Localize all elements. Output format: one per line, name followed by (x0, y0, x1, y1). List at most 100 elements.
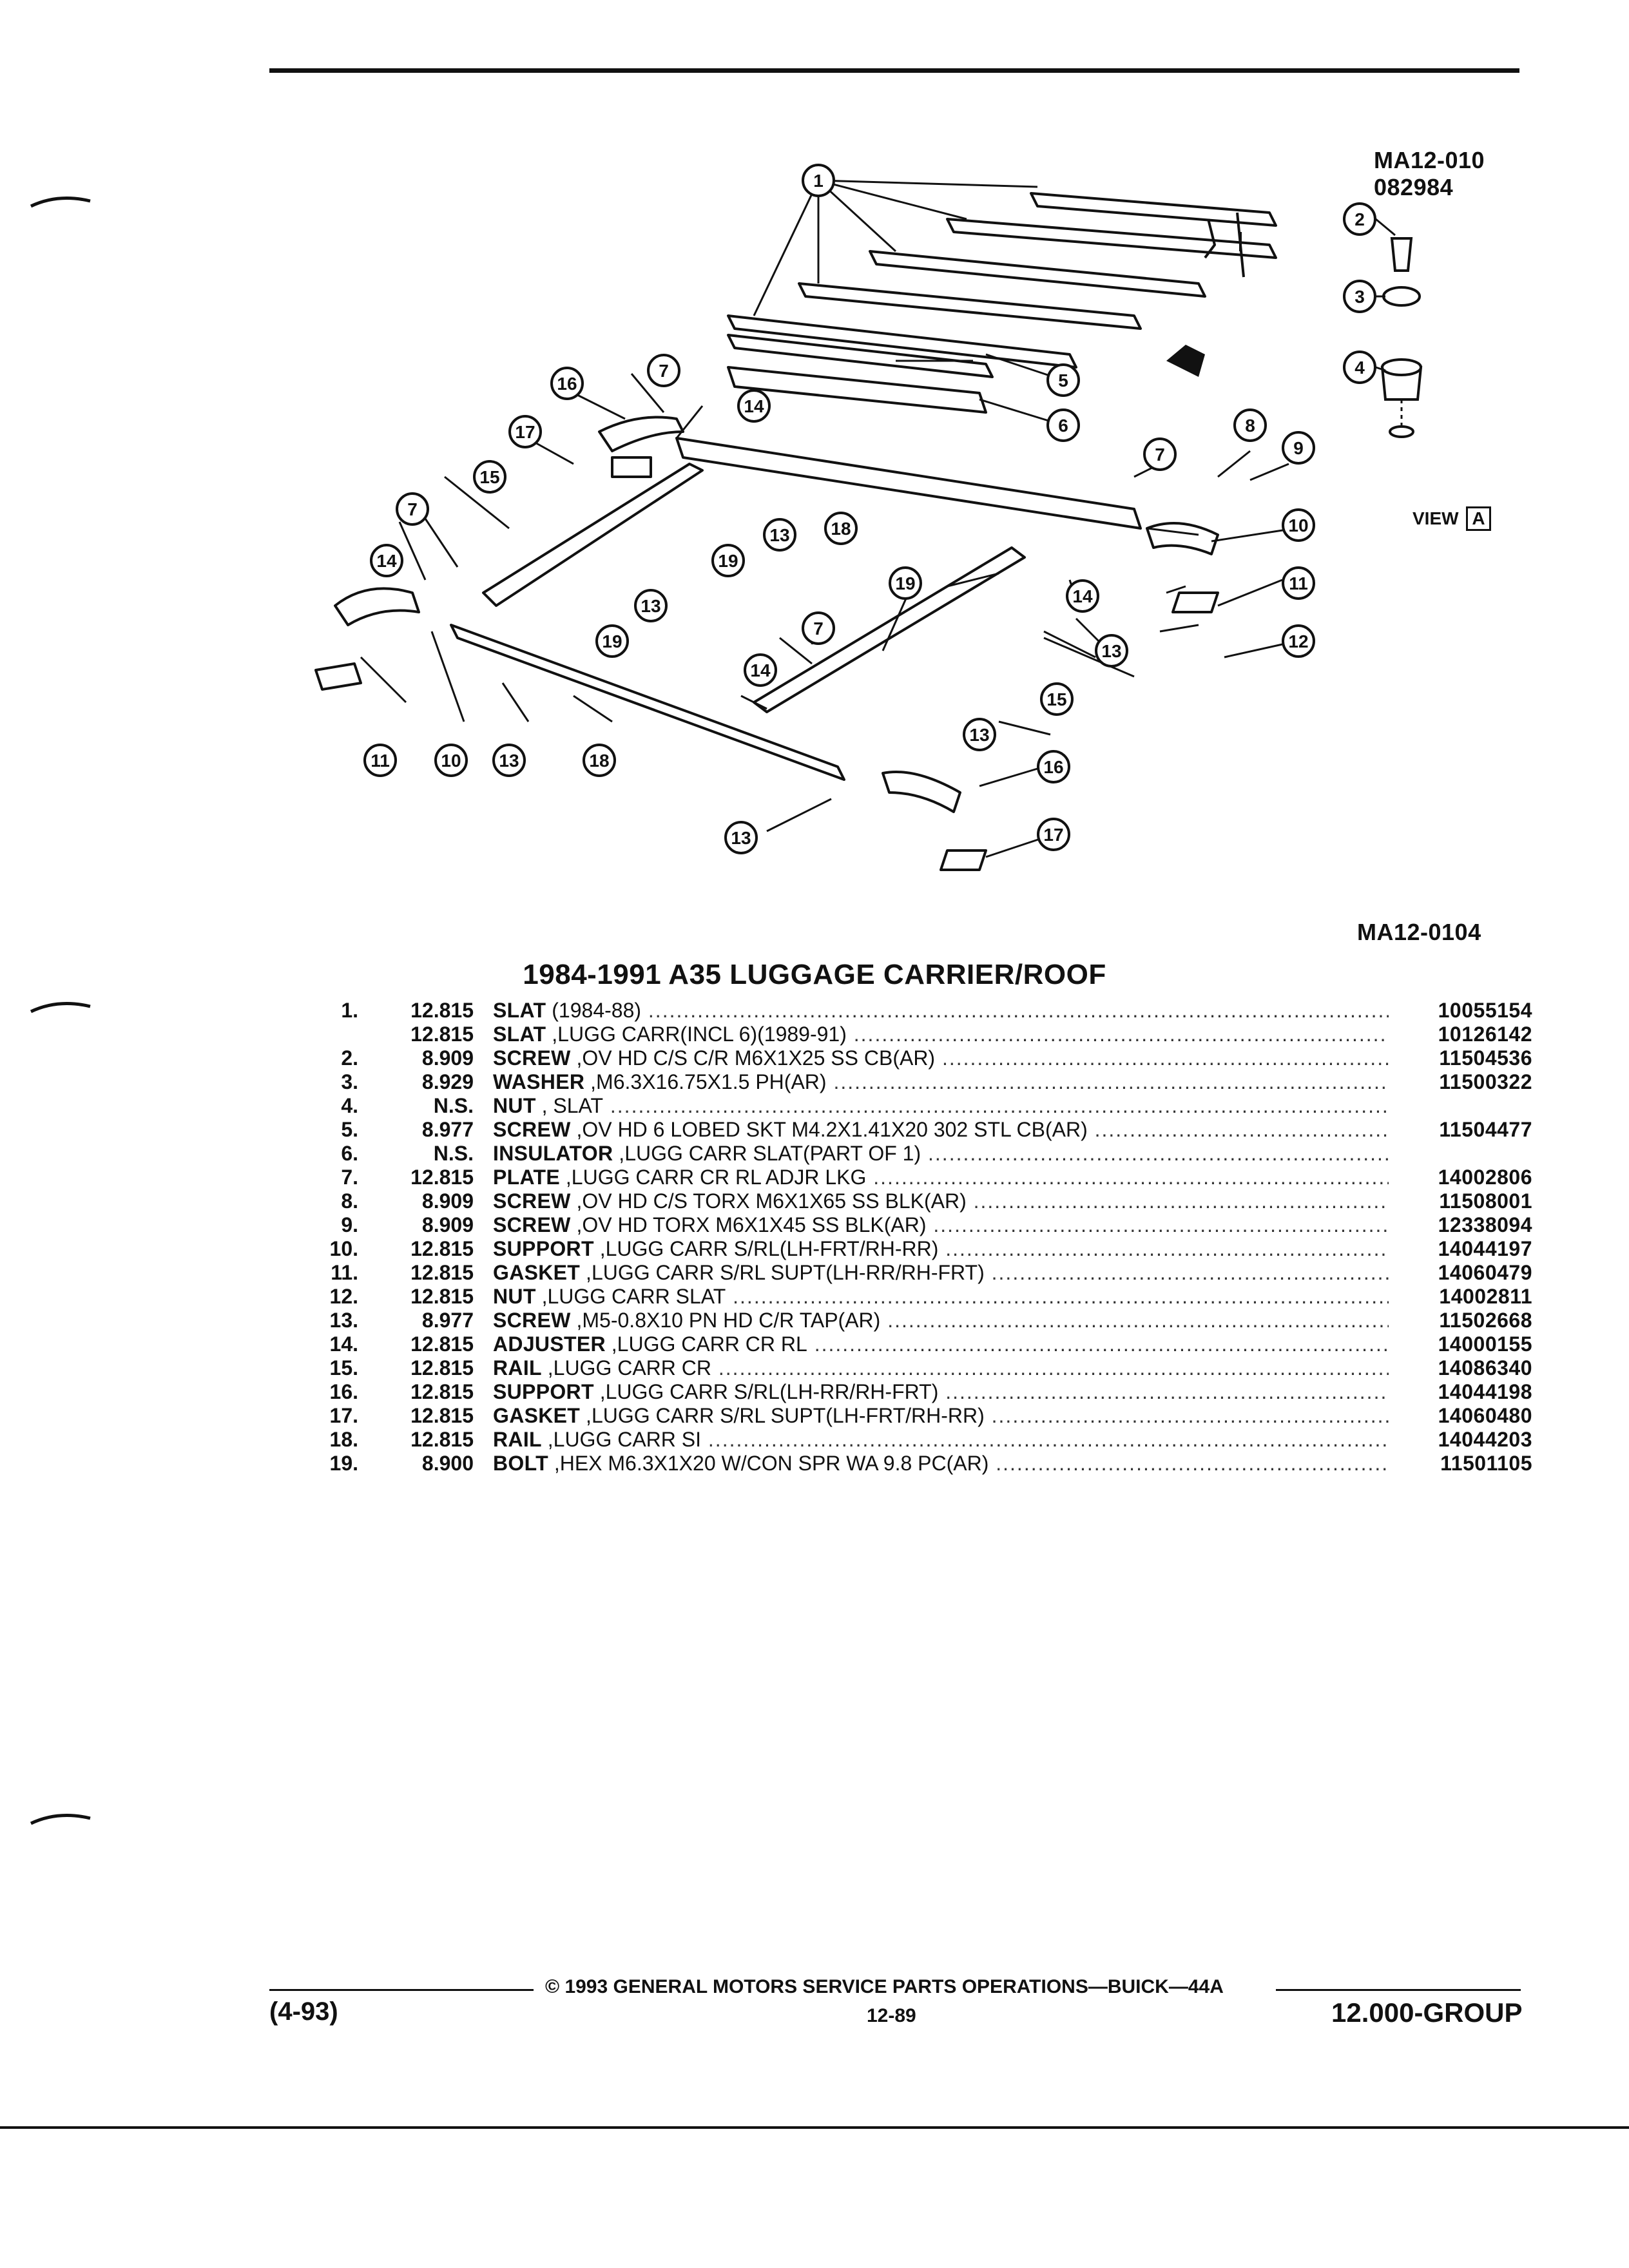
part-number: 11502668 (1439, 1309, 1532, 1332)
item-number: 7. (341, 1166, 358, 1189)
part-number: 14002806 (1438, 1166, 1532, 1189)
margin-mark (30, 1002, 91, 1014)
part-detail: ,LUGG CARR S/RL(LH-RR/RH-FRT) (593, 1380, 939, 1403)
parts-row: 6.N.S.INSULATOR ,LUGG CARR SLAT(PART OF … (322, 1142, 1534, 1166)
leader-dots: ........................................… (610, 1094, 1389, 1117)
part-description: NUT , SLAT .............................… (493, 1094, 1389, 1118)
item-number: 18. (329, 1428, 358, 1451)
leader-dots: ........................................… (945, 1237, 1389, 1260)
group-code: 8.900 (421, 1452, 474, 1475)
group-code: 8.977 (421, 1118, 474, 1141)
svg-text:11: 11 (371, 751, 390, 771)
margin-mark (30, 1814, 91, 1825)
svg-text:7: 7 (813, 619, 824, 639)
leader-dots: ........................................… (933, 1213, 1389, 1236)
group-code: 12.815 (410, 1332, 474, 1356)
part-number: 14002811 (1439, 1285, 1532, 1308)
part-name: GASKET (493, 1261, 581, 1284)
item-number: 5. (341, 1118, 358, 1141)
part-description: SCREW ,OV HD TORX M6X1X45 SS BLK(AR) ...… (493, 1213, 1389, 1237)
part-number: 10055154 (1438, 999, 1532, 1022)
svg-text:19: 19 (718, 551, 738, 571)
group-code: N.S. (433, 1142, 474, 1165)
copyright: © 1993 GENERAL MOTORS SERVICE PARTS OPER… (545, 1976, 1224, 1997)
part-detail: ,LUGG CARR CR RL (605, 1332, 807, 1356)
group-number: 12.000-GROUP (1331, 1997, 1523, 2028)
part-detail: ,M5-0.8X10 PN HD C/R TAP(AR) (570, 1309, 881, 1332)
group-code: 12.815 (410, 1356, 474, 1379)
part-description: ADJUSTER ,LUGG CARR CR RL ..............… (493, 1332, 1389, 1356)
part-detail: ,OV HD C/S C/R M6X1X25 SS CB(AR) (570, 1046, 936, 1070)
part-name: SCREW (493, 1309, 571, 1332)
part-number: 14044203 (1438, 1428, 1532, 1451)
svg-text:13: 13 (969, 725, 989, 745)
leader-dots: ........................................… (873, 1166, 1389, 1189)
part-name: BOLT (493, 1452, 548, 1475)
part-name: RAIL (493, 1356, 542, 1379)
part-detail: ,LUGG CARR S/RL SUPT(LH-RR/RH-FRT) (580, 1261, 985, 1284)
parts-row: 14. 12.815 ADJUSTER ,LUGG CARR CR RL .....… (322, 1332, 1534, 1356)
part-name: GASKET (493, 1404, 581, 1427)
svg-text:16: 16 (1043, 757, 1063, 777)
page-bottom-rule (0, 2126, 1629, 2129)
svg-text:16: 16 (557, 374, 577, 394)
figure-code: MA12-0104 (1357, 919, 1481, 945)
item-number: 3. (341, 1070, 358, 1093)
svg-text:7: 7 (407, 499, 418, 519)
parts-row: 11. 12.815 GASKET ,LUGG CARR S/RL SUPT(LH-… (322, 1261, 1534, 1285)
item-number: 11. (331, 1261, 358, 1284)
part-description: INSULATOR ,LUGG CARR SLAT(PART OF 1) ...… (493, 1142, 1389, 1166)
part-description: RAIL ,LUGG CARR SI .....................… (493, 1428, 1389, 1452)
svg-text:9: 9 (1293, 438, 1304, 458)
part-description: GASKET ,LUGG CARR S/RL SUPT(LH-FRT/RH-RR… (493, 1404, 1389, 1428)
item-number: 14. (329, 1332, 358, 1356)
part-number: 11501105 (1440, 1452, 1532, 1475)
group-code: 12.815 (410, 1237, 474, 1260)
part-detail: (1984-88) (546, 999, 642, 1022)
item-number: 4. (341, 1094, 358, 1117)
leader-dots: ........................................… (853, 1023, 1389, 1046)
group-code: 12.815 (410, 1428, 474, 1451)
part-number: 11500322 (1439, 1070, 1532, 1093)
part-description: SCREW ,OV HD C/S C/R M6X1X25 SS CB(AR) .… (493, 1046, 1389, 1070)
part-detail: ,OV HD 6 LOBED SKT M4.2X1.41X20 302 STL … (570, 1118, 1088, 1141)
svg-text:18: 18 (831, 519, 851, 539)
item-number: 17. (329, 1404, 358, 1427)
svg-text:14: 14 (376, 551, 397, 571)
svg-text:12: 12 (1288, 631, 1308, 651)
group-code: 12.815 (410, 1261, 474, 1284)
view-date: 082984 (1374, 174, 1454, 200)
svg-text:3: 3 (1354, 287, 1365, 307)
svg-text:13: 13 (769, 525, 789, 545)
svg-text:18: 18 (589, 751, 609, 771)
svg-text:19: 19 (602, 631, 622, 651)
part-number: 11508001 (1439, 1189, 1532, 1213)
item-number: 12. (329, 1285, 358, 1308)
leader-dots: ........................................… (887, 1309, 1389, 1332)
part-name: SCREW (493, 1189, 571, 1213)
leader-dots: ........................................… (1094, 1118, 1389, 1141)
part-detail: ,LUGG CARR(INCL 6)(1989-91) (546, 1023, 847, 1046)
leader-dots: ........................................… (973, 1189, 1389, 1213)
view-letter-box: A (1466, 506, 1491, 531)
leader-dots: ........................................… (718, 1356, 1389, 1379)
part-number: 14000155 (1438, 1332, 1532, 1356)
item-number: 15. (329, 1356, 358, 1379)
leader-dots: ........................................… (708, 1428, 1389, 1451)
part-name: SUPPORT (493, 1237, 594, 1260)
part-detail: ,LUGG CARR SI (541, 1428, 702, 1451)
parts-row: 18. 12.815 RAIL ,LUGG CARR SI ............… (322, 1428, 1534, 1452)
leader-dots: ........................................… (941, 1046, 1389, 1070)
part-number: 11504536 (1439, 1046, 1532, 1070)
item-number: 9. (341, 1213, 358, 1236)
